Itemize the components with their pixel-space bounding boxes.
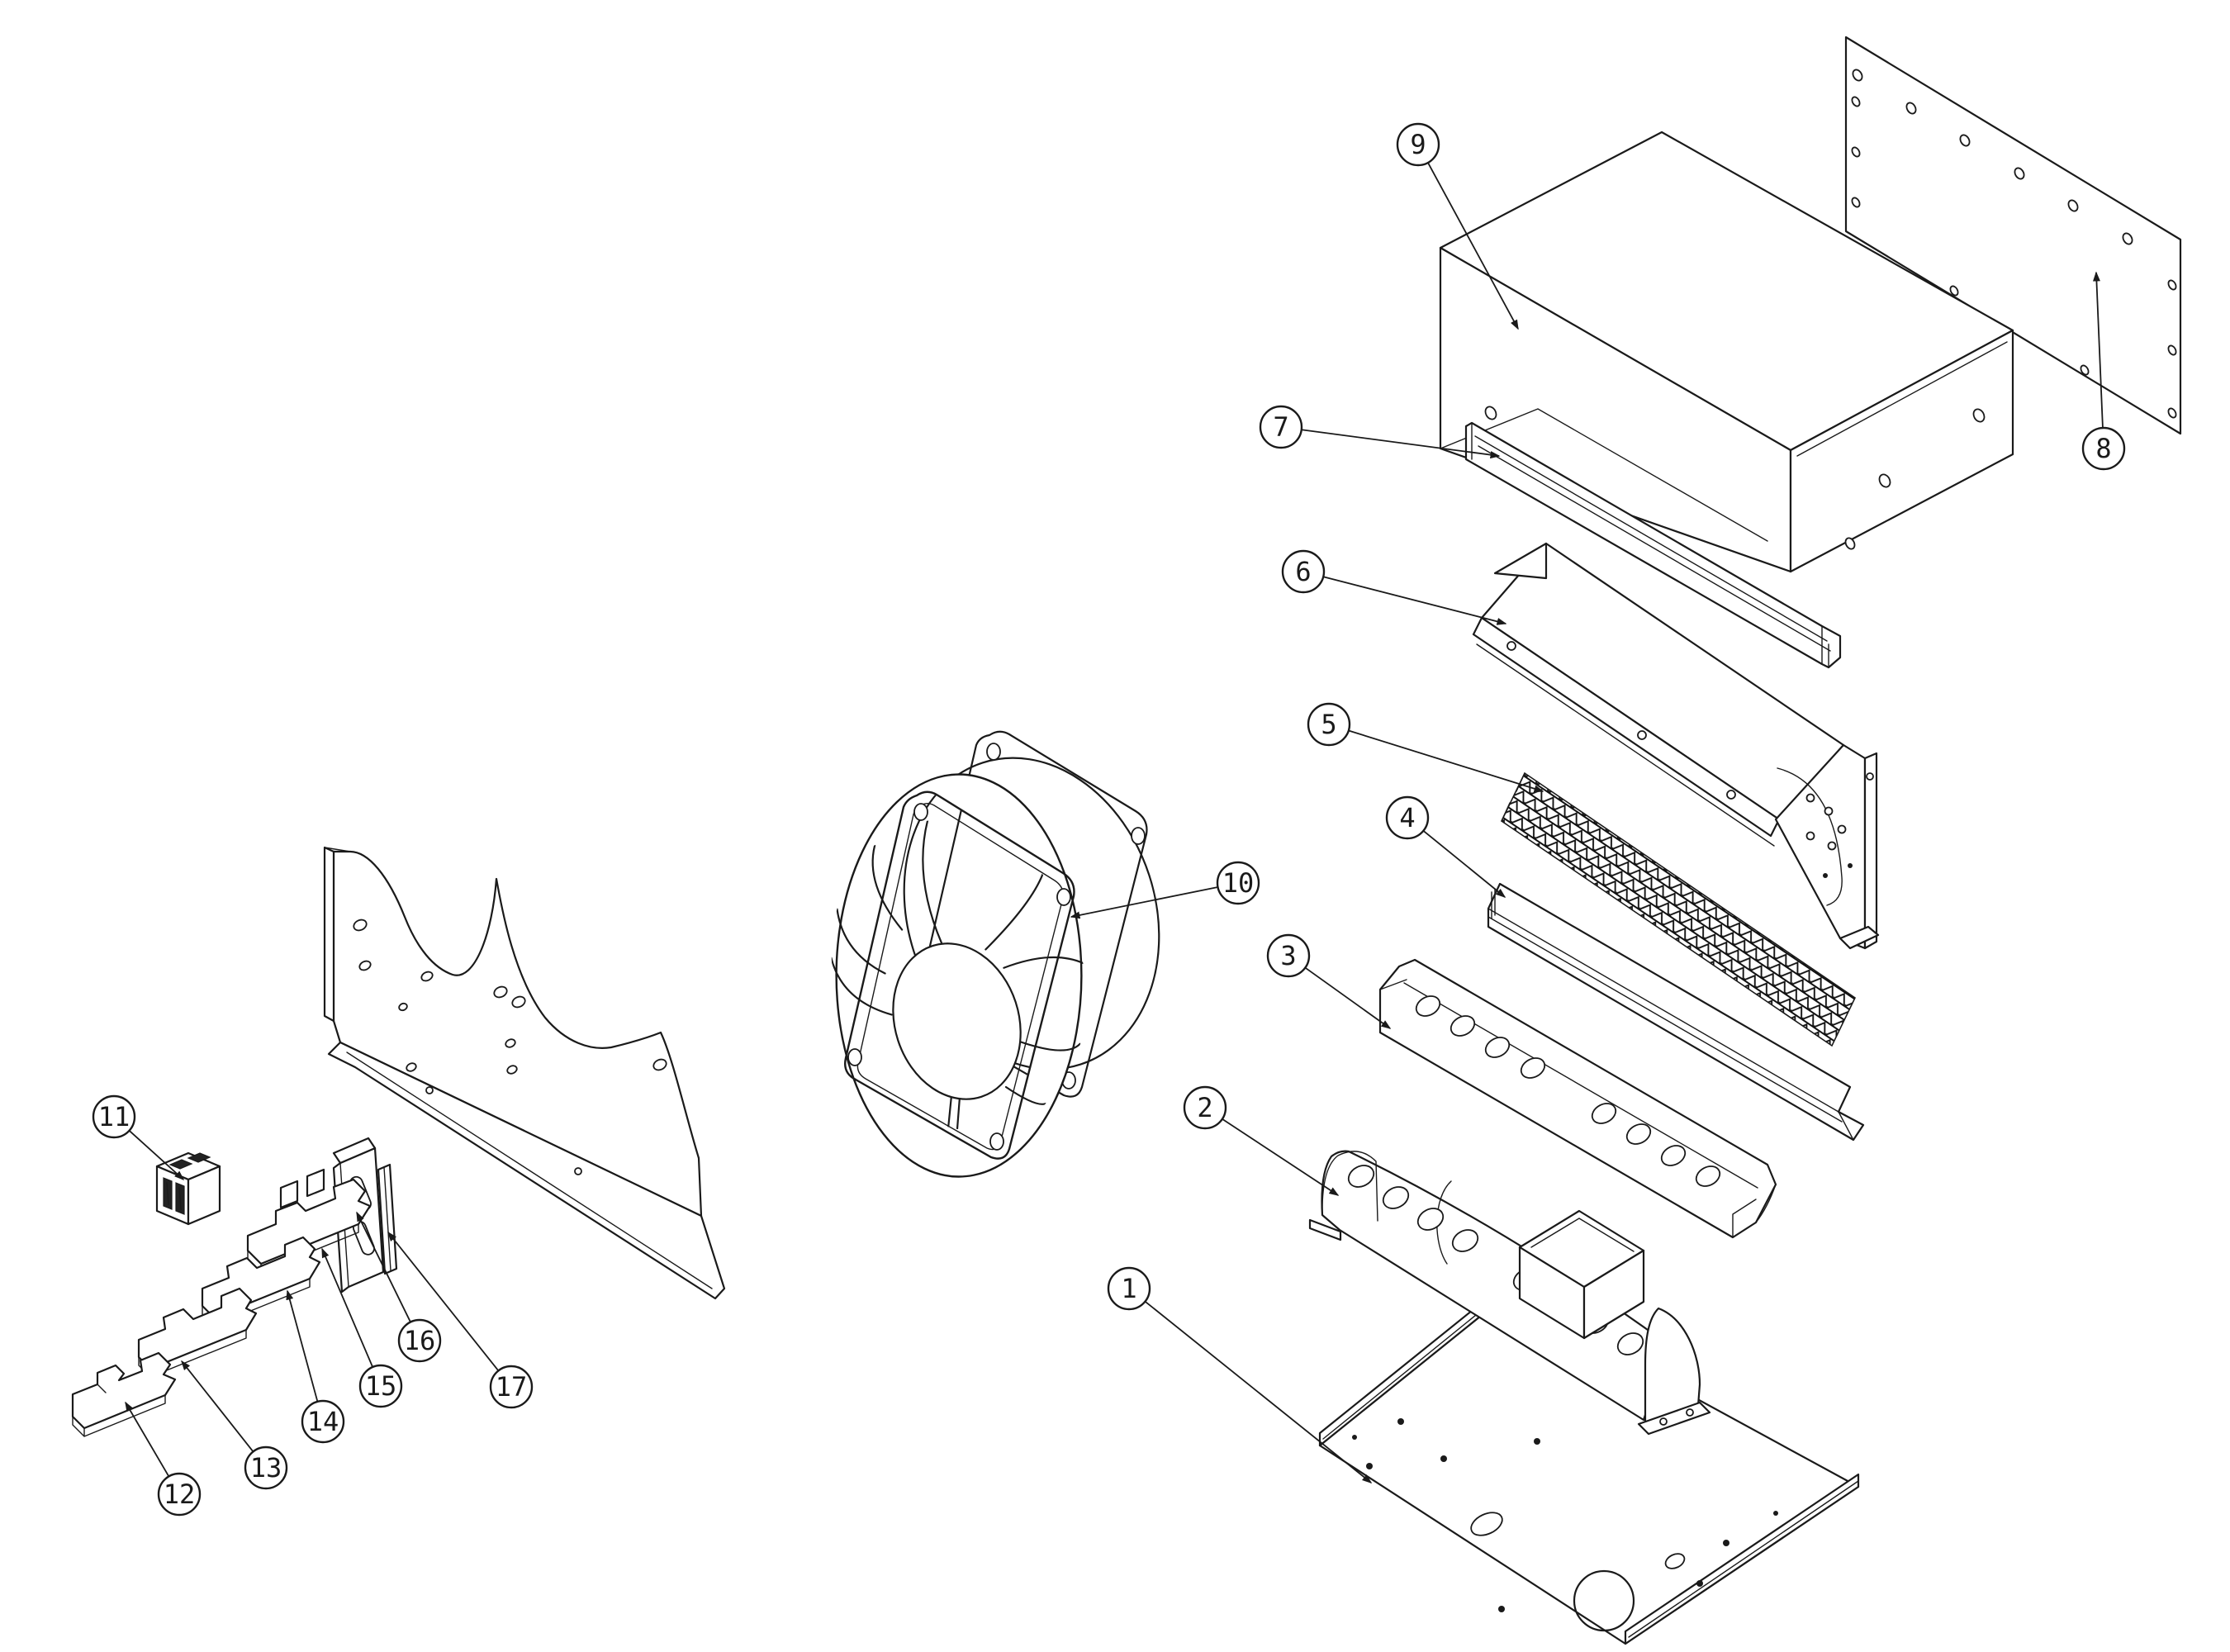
callout-number: 7 [1273,411,1288,443]
callout-number: 4 [1399,802,1415,833]
callout-2: 2 [1183,1085,1340,1196]
part-9-cover [1439,131,2014,573]
callout-balloon [301,1399,345,1444]
callout-balloon [157,1472,202,1517]
callout-number: 12 [164,1479,196,1510]
callout-number: 3 [1280,940,1296,971]
callout-5: 5 [1307,702,1544,793]
callout-leader-line [1070,886,1218,919]
callout-9: 9 [1396,122,1519,330]
callout-balloon [1216,861,1260,905]
callout-number: 13 [250,1452,282,1483]
part-6-vent-hood [1472,542,1880,950]
callout-17: 17 [387,1231,534,1409]
callout-14: 14 [286,1289,345,1444]
callout-balloon [1183,1085,1227,1130]
callout-number: 8 [2095,433,2111,464]
part-4-flat-bar [1487,882,1865,1142]
callout-11: 11 [92,1094,185,1181]
callout-leader-line [387,1231,500,1372]
callout-number: 1 [1121,1273,1136,1304]
callout-leader-line [321,1247,373,1368]
callout-leader-line [1222,1118,1340,1196]
callout-1: 1 [1107,1266,1373,1483]
callout-balloon [1281,549,1326,594]
part-5-mesh-filter [1500,771,1857,1047]
part-7-trim-strip [1464,421,1842,669]
callout-balloon [92,1094,136,1139]
part-10-fan [800,730,1198,1178]
callout-balloon [244,1446,288,1490]
callout-number: 14 [307,1406,339,1437]
callout-balloon [2081,426,2126,471]
callout-balloon [358,1364,403,1408]
callout-leader-line [1301,429,1501,459]
part-17-strip [377,1163,398,1275]
side-gusset-panel [323,846,726,1300]
callout-number: 6 [1295,556,1311,587]
callout-number: 5 [1321,709,1336,740]
part-3-louver-bracket [1378,958,1777,1239]
callout-4: 4 [1385,795,1506,898]
callout-balloon [1107,1266,1151,1311]
callout-number: 10 [1222,867,1255,899]
part-12-link-plate [71,1351,177,1437]
callout-number: 15 [365,1370,397,1402]
callout-balloon [489,1365,534,1409]
callout-leader-line [181,1360,254,1452]
callout-6: 6 [1281,549,1507,625]
callout-12: 12 [125,1401,202,1517]
callout-leader-line [1304,966,1392,1029]
callout-leader-line [128,1130,185,1181]
callout-16: 16 [356,1211,442,1363]
part-2-duct-cover [1308,1150,1711,1436]
callout-number: 11 [98,1101,130,1132]
callout-number: 2 [1197,1092,1212,1123]
callout-10: 10 [1070,861,1260,919]
callout-leader-line [286,1289,319,1403]
callout-3: 3 [1266,933,1392,1029]
part-11-terminal-block [155,1151,221,1226]
callout-leader-line [356,1211,411,1322]
callout-balloon [1259,405,1303,449]
callout-number: 16 [404,1325,436,1356]
callout-balloon [1307,702,1351,747]
part-8-rear-panel [1844,36,2182,435]
callout-8: 8 [2081,271,2126,471]
fan-front-frame [835,773,1083,1178]
callout-balloon [1266,933,1311,978]
callout-leader-line [1427,162,1519,330]
callout-15: 15 [321,1247,403,1408]
callout-balloon [1385,795,1430,840]
callout-7: 7 [1259,405,1501,459]
callout-balloon [1396,122,1440,167]
callout-leader-line [1348,729,1544,793]
callout-number: 17 [496,1371,528,1403]
callout-leader-line [125,1401,170,1477]
callout-balloon [397,1318,442,1363]
callout-number: 9 [1410,129,1426,160]
callout-13: 13 [181,1360,288,1490]
fan-impeller [800,789,1121,1153]
callout-leader-line [2092,271,2104,429]
callout-leader-line [1144,1300,1373,1483]
callout-leader-line [1322,576,1507,625]
callout-leader-line [1422,830,1506,898]
part-1-base-plate [1318,1281,1860,1645]
